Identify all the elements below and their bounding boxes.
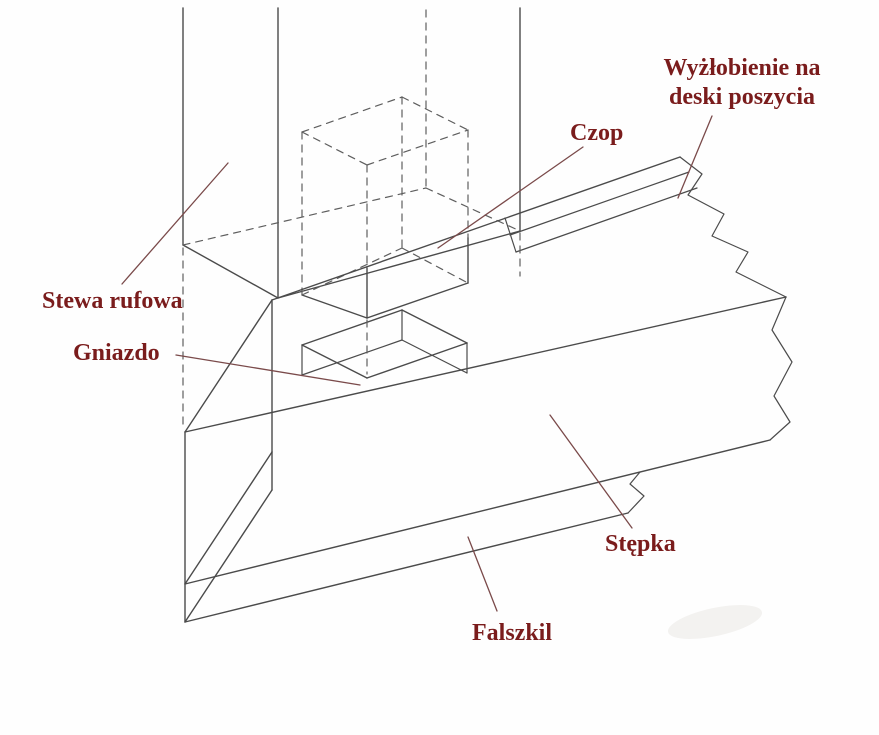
rabbet-inner-edge [515,187,698,253]
false-keel [184,451,645,623]
scan-smudge [667,605,763,639]
keel [184,156,793,585]
tenon-top-hidden-edge [366,129,469,166]
false-keel-torn-end [627,471,645,514]
keel-bottom-edge [184,439,771,585]
tenon-bottom-right-edge [366,282,469,319]
leader-lines [121,115,713,612]
label-planking-rabbet-line1: Wyżłobienie na [663,55,820,81]
label-mortise: Gniazdo [73,340,160,366]
mortise [301,309,468,379]
keel-top-far-edge [271,156,681,301]
keel-torn-end-front [769,296,793,441]
leader-stern-post [121,162,229,285]
tenon-bottom-left-edge [301,294,368,319]
leader-false-keel [467,536,498,612]
mortise-inner-bottom-edge [401,339,468,374]
tenon-top-hidden-edge [301,96,403,133]
planking-rabbet [504,171,698,253]
labels: Stewa rufowa Gniazdo Czop Wyżłobienie na… [42,55,821,646]
post-bottom-rear-left-hidden [182,187,427,246]
leader-planking-rabbet [677,115,713,199]
mortise-far-left-edge [301,309,403,346]
post-bottom-rear-right-hidden [425,187,521,232]
mortise-inner-bottom-edge [301,339,403,376]
mortise-near-left-edge [301,344,368,379]
keel-torn-end-top [679,156,787,298]
stern-post [182,7,521,299]
leader-keel [549,414,633,529]
post-bottom-left-edge [182,244,279,299]
leader-tenon [437,146,584,249]
post-bottom-right-edge [277,230,521,299]
tenon-top-hidden-edge [401,96,469,131]
tenon [301,96,469,319]
mortise-near-right-edge [366,342,468,379]
label-false-keel: Falszkil [472,620,552,646]
false-keel-end-face-bottom-edge [184,489,273,623]
rabbet-floor-edge [509,171,690,236]
false-keel-bottom-edge [184,512,629,623]
label-tenon: Czop [570,120,623,146]
leader-mortise [175,354,361,386]
keel-top-near-edge [184,296,787,433]
label-stern-post: Stewa rufowa [42,288,183,314]
keel-top-left-end-edge [184,299,273,433]
label-planking-rabbet-line2: deski poszycia [669,84,815,110]
tenon-bottom-rear-hidden [401,247,469,284]
alignment-projection-lines [182,232,521,429]
keel-end-face-bottom-edge [184,451,273,585]
mortise-far-right-edge [401,309,468,344]
tenon-top-hidden-edge [301,131,368,166]
label-keel: Stępka [605,531,676,557]
